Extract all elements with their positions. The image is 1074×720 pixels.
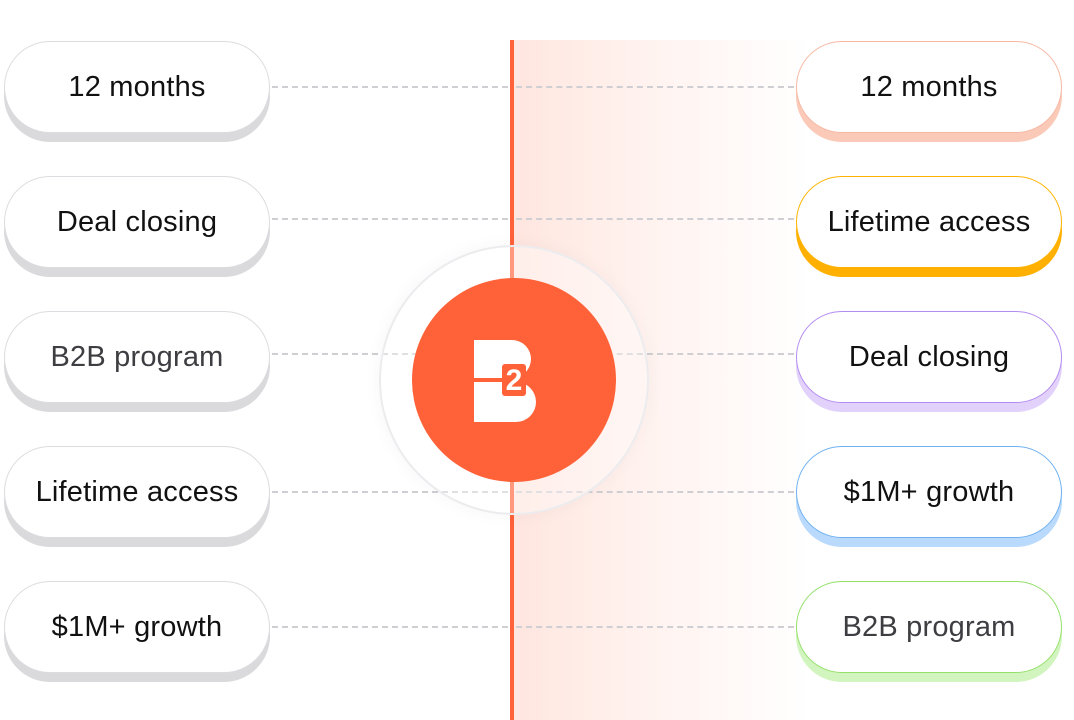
- connector-left: [272, 86, 508, 88]
- right-pill-b2b-program: B2B program: [796, 581, 1062, 673]
- right-pill-lifetime-access: Lifetime access: [796, 176, 1062, 268]
- b2b-logo-icon: 2: [474, 340, 536, 422]
- logo-number: 2: [506, 364, 523, 397]
- left-pill-deal-closing: Deal closing: [4, 176, 270, 268]
- right-pill-deal-closing: Deal closing: [796, 311, 1062, 403]
- left-pill-b2b-program: B2B program: [4, 311, 270, 403]
- pill-label: B2B program: [50, 340, 224, 373]
- connector-right: [516, 353, 794, 355]
- pill-label: Lifetime access: [827, 205, 1031, 238]
- right-pill-growth: $1M+ growth: [796, 446, 1062, 538]
- pill-label: Deal closing: [56, 205, 218, 238]
- pill-label: B2B program: [842, 610, 1016, 643]
- pill-label: Lifetime access: [35, 475, 239, 508]
- connector-left: [272, 491, 508, 493]
- connector-right: [516, 86, 794, 88]
- pill-label: 12 months: [860, 70, 998, 103]
- connector-right: [516, 491, 794, 493]
- pill-label: Deal closing: [848, 340, 1010, 373]
- connector-left: [272, 218, 508, 220]
- connector-right: [516, 626, 794, 628]
- connector-left: [272, 626, 508, 628]
- pill-label: 12 months: [68, 70, 206, 103]
- logo-badge: 2: [412, 278, 616, 482]
- left-pill-12-months: 12 months: [4, 41, 270, 133]
- pill-label: $1M+ growth: [51, 610, 223, 643]
- left-pill-lifetime-access: Lifetime access: [4, 446, 270, 538]
- pill-label: $1M+ growth: [843, 475, 1015, 508]
- left-pill-growth: $1M+ growth: [4, 581, 270, 673]
- connector-right: [516, 218, 794, 220]
- right-pill-12-months: 12 months: [796, 41, 1062, 133]
